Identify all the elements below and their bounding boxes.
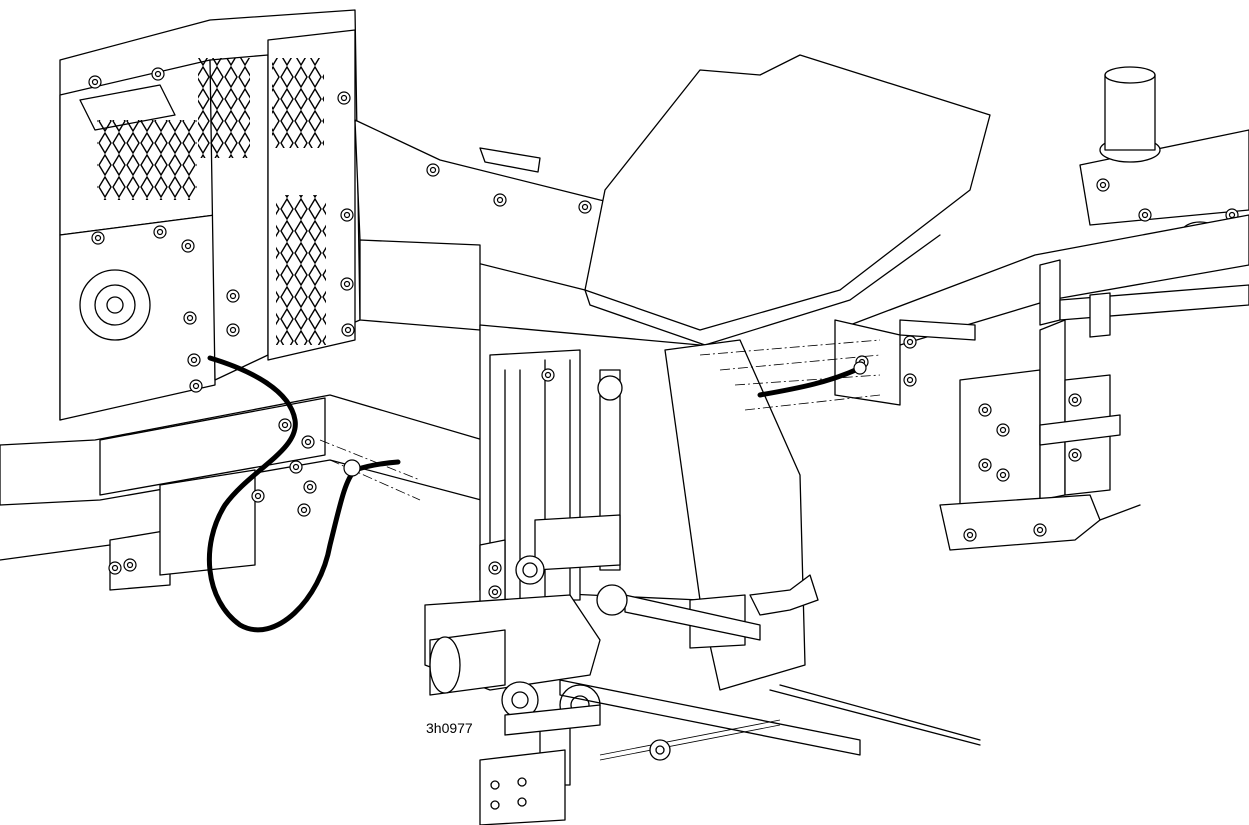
machine-housing-left xyxy=(59,9,361,421)
flat-tray xyxy=(584,54,991,346)
cables xyxy=(206,355,867,633)
alignment-lines xyxy=(319,339,881,501)
latch-handle xyxy=(596,574,819,649)
drive-roller-assembly xyxy=(424,594,601,825)
guide-rails xyxy=(559,679,981,761)
right-clamp-block xyxy=(939,319,1141,551)
vent-mesh xyxy=(97,120,197,200)
vent-mesh xyxy=(276,195,326,345)
right-arm-assembly xyxy=(834,66,1249,406)
lower-left-bracket xyxy=(0,394,501,591)
figure-reference-number: 3h0977 xyxy=(426,720,473,736)
vent-mesh xyxy=(272,58,324,148)
vent-mesh xyxy=(198,58,250,158)
